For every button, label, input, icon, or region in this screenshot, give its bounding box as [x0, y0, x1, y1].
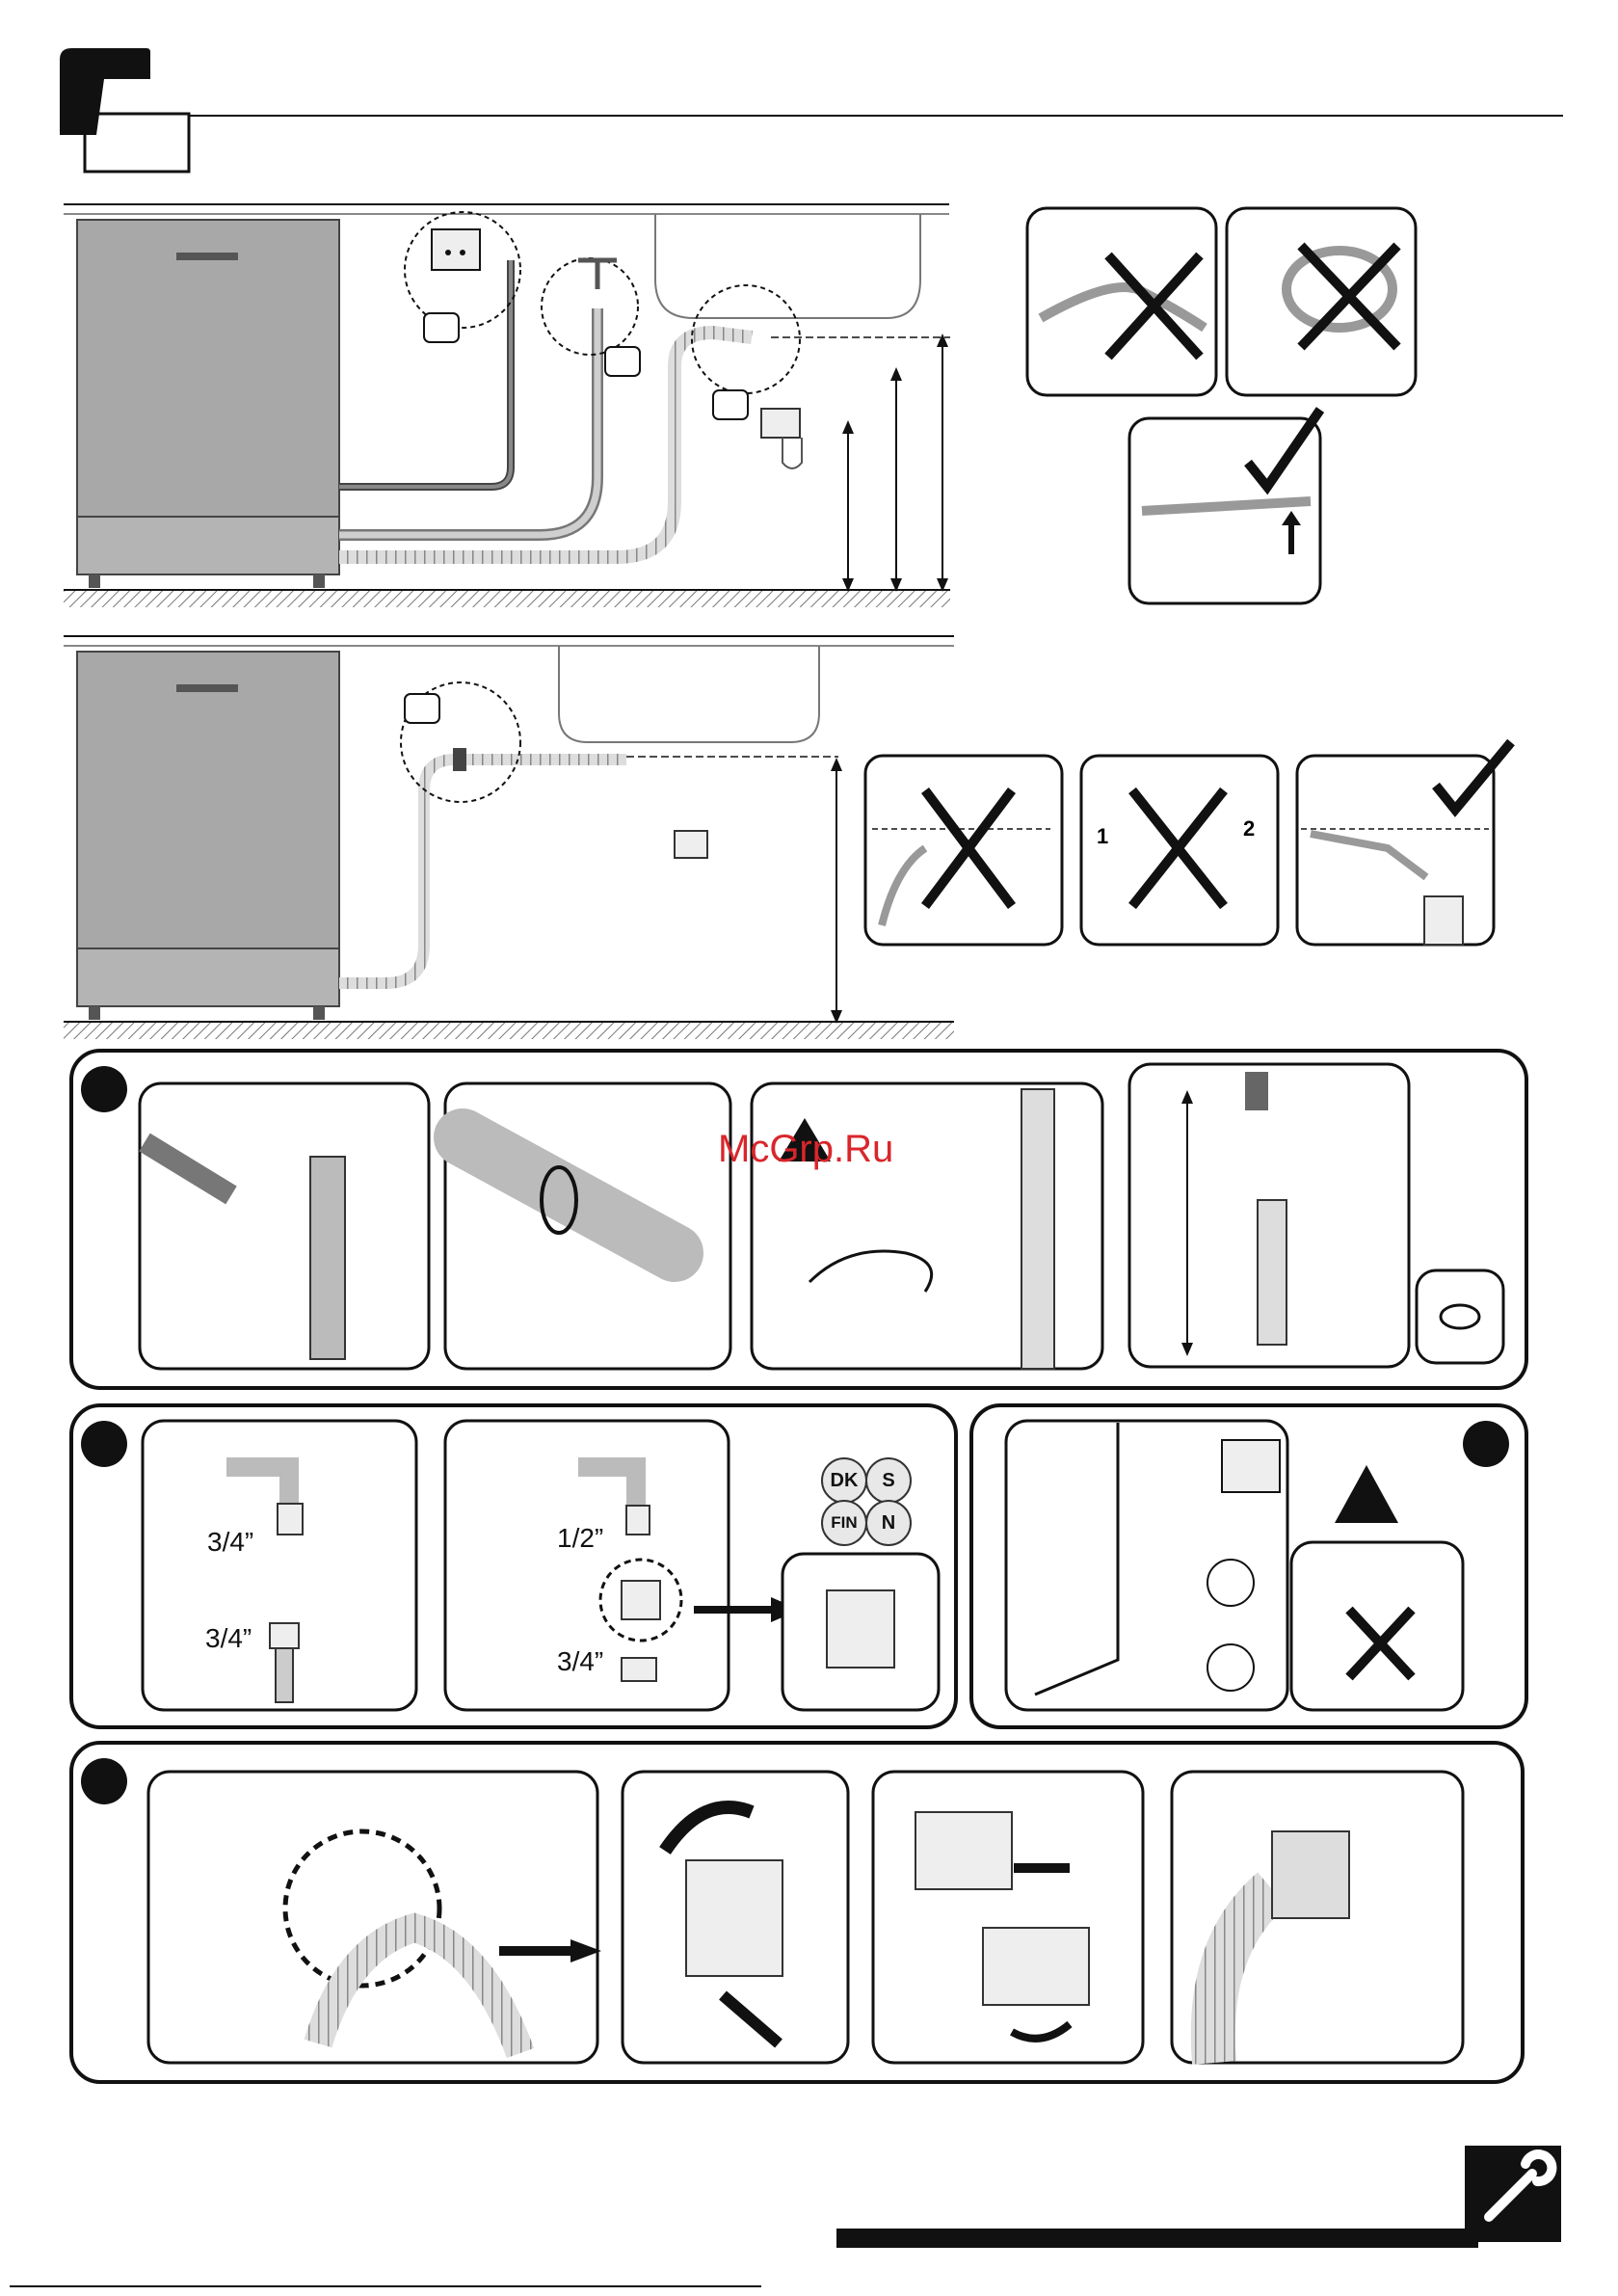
- country-badge-dk: DK: [821, 1457, 867, 1504]
- footer-bar: [836, 2229, 1478, 2248]
- tap-thread-b: 1/2”: [557, 1523, 603, 1554]
- country-badge-fin: FIN: [821, 1500, 867, 1546]
- scene-drain-routing: [64, 636, 954, 1039]
- hose-thread-b: 3/4”: [557, 1646, 603, 1677]
- country-badge-s: S: [865, 1457, 912, 1504]
- variant-1-label: 1: [1097, 824, 1108, 848]
- corner-tab-icon: [60, 48, 189, 172]
- hose-position-examples: [1027, 208, 1416, 603]
- scene-hose-routing: [64, 204, 950, 607]
- country-badge-n: N: [865, 1500, 912, 1546]
- hose-thread-a: 3/4”: [205, 1623, 252, 1654]
- tap-thread-a: 3/4”: [207, 1527, 253, 1558]
- warning-icon: [1335, 1465, 1398, 1523]
- variant-2-label: 2: [1243, 816, 1255, 841]
- watermark: McGrp.Ru: [718, 1128, 893, 1171]
- drain-step-frames: [140, 1064, 1503, 1369]
- siphon-examples: 1 2: [865, 742, 1511, 945]
